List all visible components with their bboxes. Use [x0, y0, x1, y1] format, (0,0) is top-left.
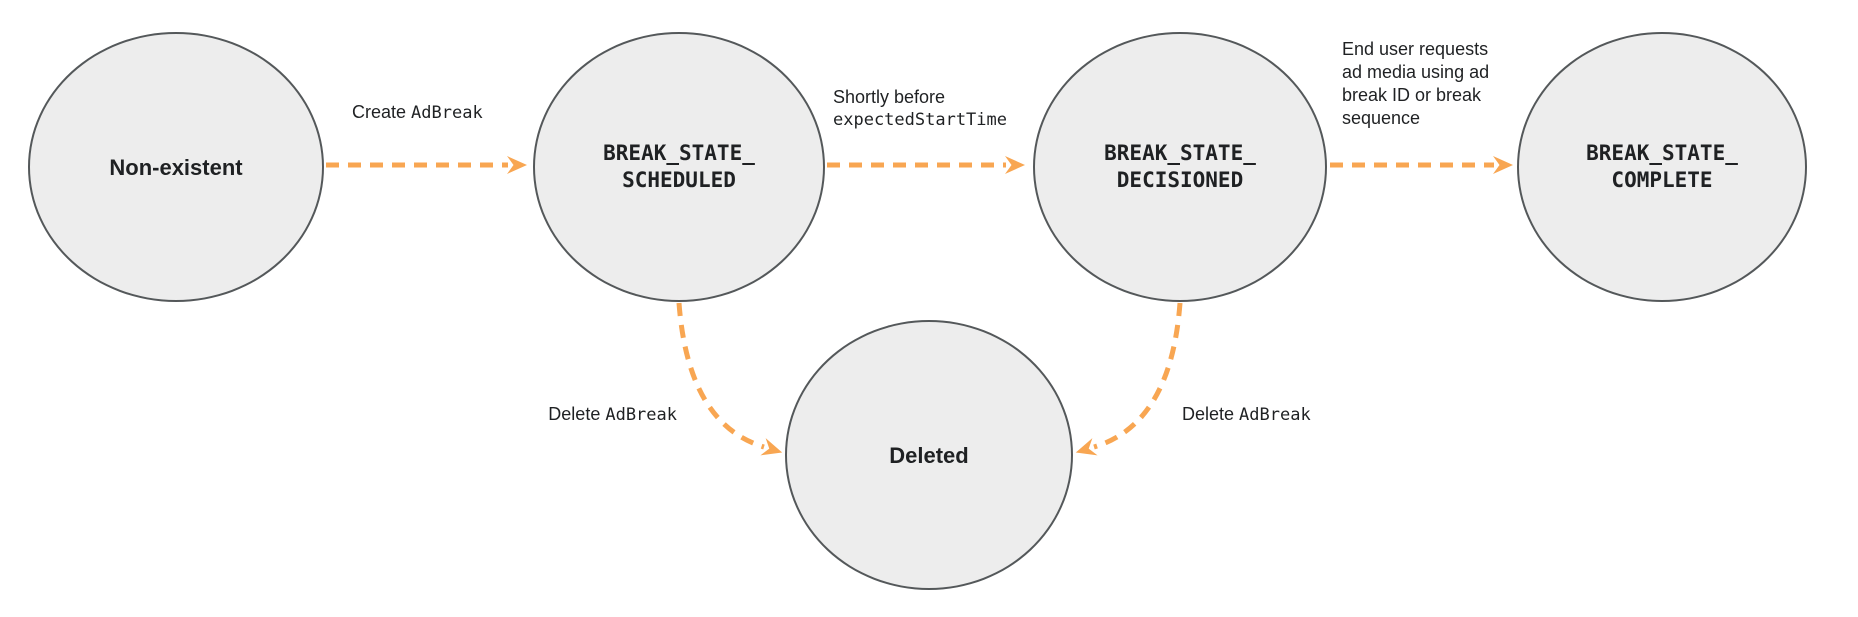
edge-label-text: ad media using ad [1342, 62, 1490, 82]
state-label: Non-existent [109, 154, 243, 180]
edge-label-delete-right: Delete AdBreak [1182, 403, 1311, 427]
state-label: BREAK_STATE_ [1586, 141, 1738, 165]
edge-label-delete-left: Delete AdBreak [548, 403, 677, 427]
state-node-deleted: Deleted [785, 320, 1073, 590]
arrow-delete-scheduled [676, 302, 783, 456]
state-label: SCHEDULED [622, 168, 736, 192]
edge-label-create-adbreak: Create AdBreak [352, 101, 483, 125]
edge-label-text: break ID or break [1342, 85, 1482, 105]
state-node-non-existent: Non-existent [28, 32, 324, 302]
arrow-delete-decisioned [1075, 302, 1183, 456]
edge-label-code: AdBreak [411, 103, 483, 123]
state-label: COMPLETE [1611, 168, 1713, 192]
edge-label-text: End user requests [1342, 39, 1489, 59]
state-label: BREAK_STATE_ [603, 141, 755, 165]
edge-label-text: Shortly before [833, 87, 946, 107]
edge-label-code: AdBreak [605, 405, 677, 425]
edge-label-text: Delete [548, 404, 606, 424]
state-node-break-state-decisioned: BREAK_STATE_ DECISIONED [1033, 32, 1327, 302]
state-node-break-state-complete: BREAK_STATE_ COMPLETE [1517, 32, 1807, 302]
edge-label-text: Delete [1182, 404, 1240, 424]
state-label: BREAK_STATE_ [1104, 141, 1256, 165]
edge-label-code: expectedStartTime [833, 110, 1007, 130]
edge-label-text: Create [352, 102, 412, 122]
state-label: Deleted [889, 442, 969, 468]
edge-label-shortly-before: Shortly before expectedStartTime [833, 86, 1007, 132]
state-node-break-state-scheduled: BREAK_STATE_ SCHEDULED [533, 32, 825, 302]
edge-label-code: AdBreak [1239, 405, 1311, 425]
state-label: DECISIONED [1116, 168, 1244, 192]
edge-label-end-user-request: End user requests ad media using ad brea… [1342, 38, 1532, 130]
edge-label-text: sequence [1342, 108, 1421, 128]
